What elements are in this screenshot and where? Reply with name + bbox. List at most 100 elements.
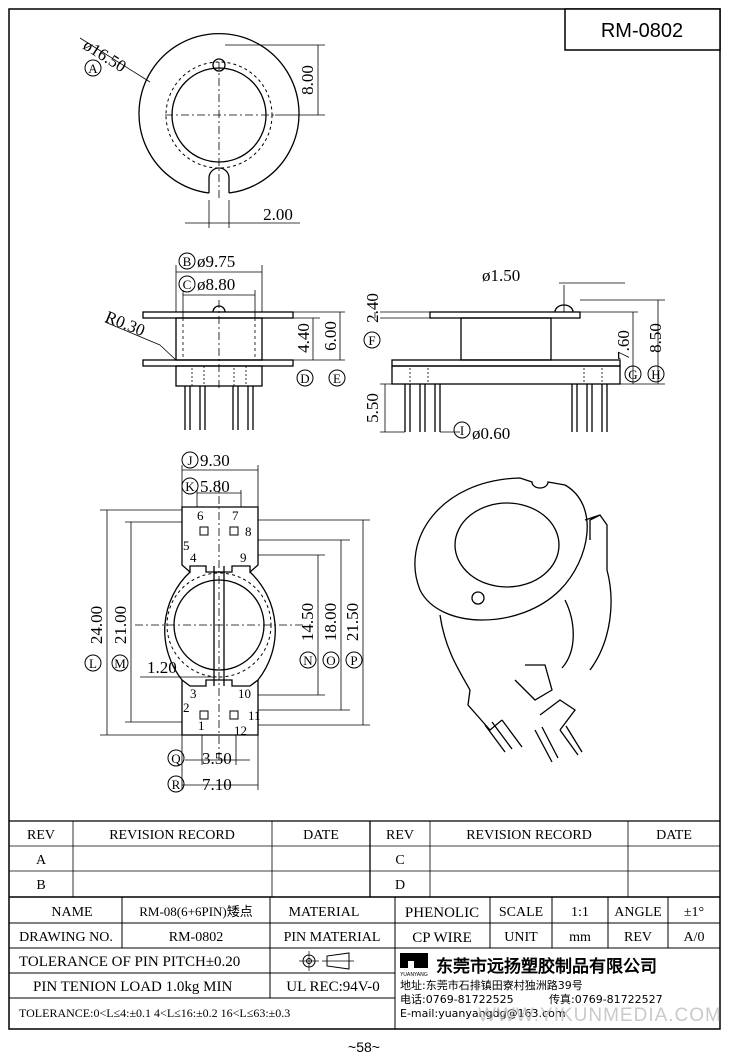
mark-a: A (88, 61, 98, 76)
scale-value: 1:1 (571, 905, 589, 920)
rev-row-a: A (36, 853, 47, 868)
pin-3: 3 (190, 686, 197, 701)
ul-rec: UL REC:94V-0 (286, 979, 379, 995)
isometric-view (414, 477, 612, 763)
rev-value: A/0 (684, 930, 705, 945)
rev-header-1: REV (27, 828, 55, 843)
dim-pitch: 3.50 (202, 749, 232, 768)
dim-bore: 14.50 (298, 603, 317, 641)
dim-total-height: 8.50 (646, 323, 665, 353)
bottom-view (84, 451, 370, 793)
title-block (9, 897, 720, 1029)
rev-label: REV (624, 930, 652, 945)
dim-outer: 18.00 (321, 603, 340, 641)
page-number: ~58~ (348, 1039, 380, 1055)
angle-label: ANGLE (614, 905, 661, 920)
mark-f: F (368, 333, 375, 348)
pin-6: 6 (197, 508, 204, 523)
drawing-no-value: RM-0802 (169, 930, 223, 945)
rev-header-2: REV (386, 828, 414, 843)
pin-4: 4 (190, 550, 197, 565)
company-phone: 电话:0769-81722525 (400, 993, 514, 1006)
unit-value: mm (569, 930, 591, 945)
general-tolerance: TOLERANCE:0<L≤4:±0.1 4<L≤16:±0.2 16<L≤63… (19, 1006, 290, 1020)
company-logo: YUANYANG (399, 953, 428, 978)
pin-11: 11 (248, 708, 261, 723)
sheet-border (8, 8, 721, 1030)
dim-flange-height: 2.40 (363, 293, 382, 323)
drawing-no-label: DRAWING NO. (19, 930, 113, 945)
material-label: MATERIAL (289, 905, 360, 920)
pin-8: 8 (245, 524, 252, 539)
side-view (363, 282, 665, 439)
pin-10: 10 (238, 686, 251, 701)
date-header-2: DATE (656, 828, 692, 843)
dim-pin-length: 5.50 (363, 393, 382, 423)
mark-r: R (172, 777, 181, 792)
mark-h: H (651, 367, 660, 382)
rev-row-b: B (36, 878, 45, 893)
dim-width-top: 9.30 (200, 451, 230, 470)
front-view (104, 252, 346, 430)
pin-12: 12 (234, 723, 247, 738)
pitch-tolerance: TOLERANCE OF PIN PITCH±0.20 (19, 954, 240, 970)
dim-flange-gap: 4.40 (294, 323, 313, 353)
dim-pin-spacing: 5.80 (200, 477, 230, 496)
mark-q: Q (171, 751, 181, 766)
company-address: 地址:东莞市石排镇田寮村独洲路39号 (400, 978, 583, 992)
mark-n: N (303, 653, 313, 668)
dim-pin-dia: ø0.60 (472, 424, 510, 443)
rev-row-c: C (395, 853, 404, 868)
pin-9: 9 (240, 550, 247, 565)
mark-j: J (187, 453, 192, 468)
unit-label: UNIT (504, 930, 538, 945)
mark-k: K (185, 479, 195, 494)
mark-l: L (89, 656, 97, 671)
dim-radius: R0.30 (103, 307, 148, 340)
dim-front-outer-dia: ø9.75 (197, 252, 235, 271)
mark-b: B (183, 254, 192, 269)
revision-record-header-2: REVISION RECORD (466, 828, 592, 843)
dim-body-height: 7.60 (614, 330, 633, 360)
mark-e: E (333, 371, 341, 386)
mark-c: C (183, 277, 192, 292)
pin-material-label: PIN MATERIAL (284, 930, 381, 945)
dim-slot-width: 2.00 (263, 205, 293, 224)
pin-load: PIN TENION LOAD 1.0kg MIN (33, 979, 232, 995)
mark-o: O (326, 653, 335, 668)
revision-record-header-1: REVISION RECORD (109, 828, 235, 843)
mark-d: D (300, 371, 309, 386)
angle-value: ±1° (684, 905, 704, 920)
dim-front-height: 6.00 (321, 321, 340, 351)
part-number: RM-0802 (601, 20, 683, 42)
dim-pin-tip: ø1.50 (482, 266, 520, 285)
company-email: E-mail:yuanyangdg@163.com (400, 1007, 566, 1020)
name-label: NAME (51, 905, 92, 920)
company-name: 东莞市远扬塑胶制品有限公司 (436, 956, 657, 977)
mark-i: I (460, 423, 464, 438)
name-value: RM-08(6+6PIN)矮点 (139, 904, 253, 919)
pin-7: 7 (232, 508, 239, 523)
date-header-1: DATE (303, 828, 339, 843)
pin-1: 1 (198, 718, 205, 733)
rev-row-d: D (395, 878, 405, 893)
part-number-box (564, 8, 721, 51)
dim-length: 24.00 (87, 606, 106, 644)
watermark: WWW.YIKUNMEDIA.COM (478, 1005, 722, 1026)
pin-5: 5 (183, 538, 190, 553)
mark-p: P (350, 653, 357, 668)
dim-slot: 1.20 (147, 658, 177, 677)
logo-text: YUANYANG (399, 972, 428, 978)
dim-width-bottom: 7.10 (202, 775, 232, 794)
top-view (79, 33, 325, 228)
dim-inner-length: 21.00 (111, 606, 130, 644)
company-fax: 传真:0769-81722527 (549, 992, 663, 1006)
pin-2: 2 (183, 700, 190, 715)
mark-g: G (628, 367, 637, 382)
pin-material-value: CP WIRE (412, 930, 472, 946)
revision-table (9, 820, 720, 898)
dim-front-inner-dia: ø8.80 (197, 275, 235, 294)
scale-label: SCALE (499, 905, 543, 920)
